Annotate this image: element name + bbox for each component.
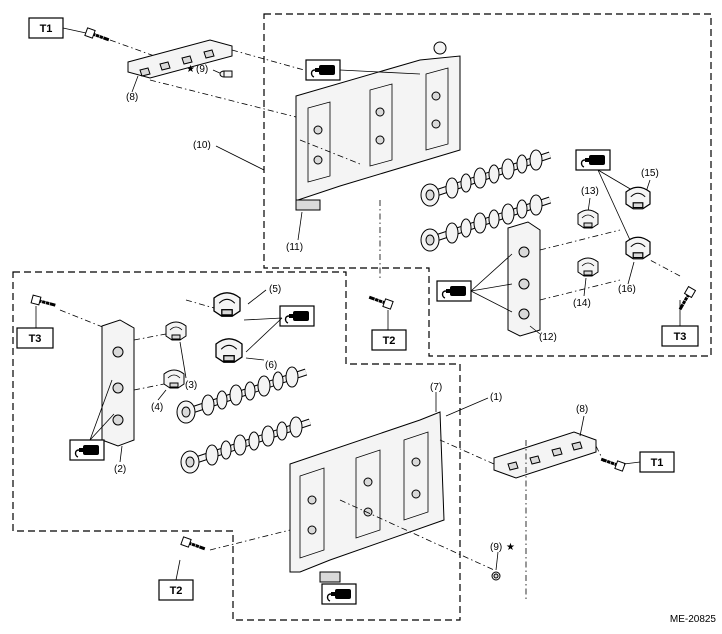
- part-3-cam-cap: [165, 321, 187, 341]
- bolt-t2-bottom: [179, 535, 208, 555]
- star-9-top: ★: [186, 64, 195, 75]
- callout-7: (7): [430, 382, 442, 393]
- callout-1: (1): [490, 392, 502, 403]
- callout-8-right: (8): [576, 404, 588, 415]
- t1-top-label: T1: [28, 17, 64, 39]
- t1-right-label: T1: [639, 451, 675, 473]
- bolt-t1-right: [598, 453, 627, 473]
- part-9-top-dowel: [219, 70, 233, 78]
- callout-16: (16): [618, 284, 636, 295]
- t2-bottom-label: T2: [158, 579, 194, 601]
- bolt-t3-right: [675, 285, 697, 313]
- camshaft-lower-1: [177, 367, 306, 423]
- callout-6: (6): [265, 360, 277, 371]
- callout-5: (5): [269, 284, 281, 295]
- callout-11: (11): [286, 242, 303, 253]
- callout-4: (4): [151, 402, 163, 413]
- sealant-tube-icon-mid: [436, 280, 472, 302]
- sealant-tube-icon-right: [575, 149, 611, 171]
- callout-15: (15): [641, 168, 659, 179]
- callout-2: (2): [114, 464, 126, 475]
- svg-text:T1: T1: [40, 23, 53, 35]
- svg-text:T2: T2: [170, 585, 183, 597]
- part-4-cam-cap: [163, 369, 185, 389]
- part-9-bottom-dowel: [491, 571, 501, 581]
- t2-top-label: T2: [371, 329, 407, 351]
- bolt-t1-top: [83, 26, 112, 46]
- bolt-t2-top: [366, 291, 395, 311]
- part-6-cam-cap: [215, 338, 243, 363]
- sealant-tube-icon-bottom: [321, 583, 357, 605]
- part-13-cam-cap: [577, 209, 599, 229]
- svg-text:T1: T1: [651, 457, 664, 469]
- part-8-top-rail: [127, 39, 233, 79]
- svg-text:T2: T2: [383, 335, 396, 347]
- callout-14: (14): [573, 298, 591, 309]
- bolt-t3-left: [29, 293, 58, 311]
- t3-right-label: T3: [661, 325, 699, 347]
- part-14-cam-cap: [577, 257, 599, 277]
- t3-left-label: T3: [16, 327, 54, 349]
- part-8-right-rail: [493, 431, 597, 479]
- svg-text:T3: T3: [29, 333, 42, 345]
- callout-9-bottom: (9): [490, 542, 502, 553]
- sealant-tube-icon-top: [305, 59, 341, 81]
- svg-text:T3: T3: [674, 331, 687, 343]
- callout-13: (13): [581, 186, 599, 197]
- sealant-tube-icon-left: [69, 439, 105, 461]
- camshaft-upper-1: [421, 150, 550, 206]
- part-15-cam-cap: [625, 186, 651, 210]
- callout-3: (3): [185, 380, 197, 391]
- callout-10: (10): [193, 140, 211, 151]
- callout-8-top: (8): [126, 92, 138, 103]
- star-9-bottom: ★: [506, 542, 515, 553]
- callout-9-top: (9): [196, 64, 208, 75]
- sealant-tube-icon-cap: [279, 305, 315, 327]
- part-5-cam-cap: [213, 292, 241, 317]
- callout-12: (12): [539, 332, 557, 343]
- part-1-camshaft-carrier: [289, 411, 445, 573]
- figure-code: ME-20825: [670, 614, 717, 625]
- part-16-cam-cap: [625, 236, 651, 260]
- upper-right-group-box: [263, 13, 712, 357]
- lower-left-group-box: [12, 271, 461, 621]
- part-11-tab: [295, 199, 321, 211]
